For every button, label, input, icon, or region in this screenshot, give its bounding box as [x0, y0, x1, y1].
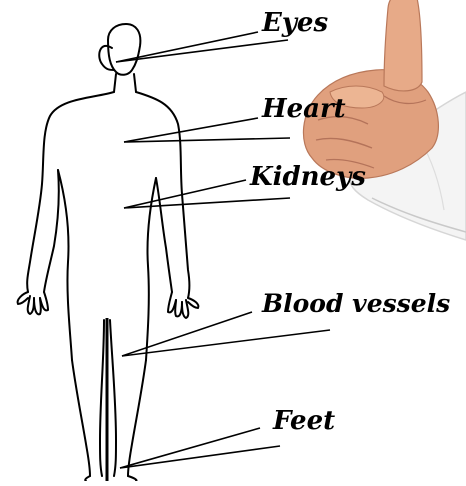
heart-leader-lower	[124, 138, 290, 142]
heart-leader-upper	[124, 118, 258, 142]
blood-vessels-leader-lower	[122, 330, 330, 356]
label-blood-vessels: Blood vessels	[262, 291, 450, 316]
feet-leader-upper	[120, 428, 260, 468]
label-eyes: Eyes	[262, 10, 328, 36]
label-feet: Feet	[273, 408, 335, 434]
feet-leader-lower	[120, 446, 280, 468]
blood-vessels-leader-upper	[122, 312, 252, 356]
label-heart: Heart	[262, 96, 346, 122]
label-kidneys: Kidneys	[250, 164, 366, 190]
